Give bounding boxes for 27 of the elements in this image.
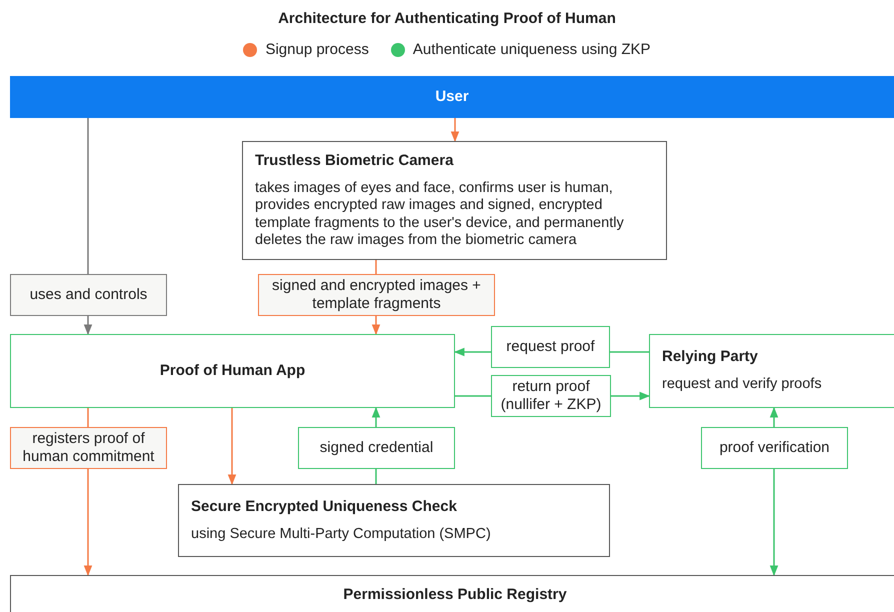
header-bar <box>10 76 894 118</box>
node-description: using Secure Multi-Party Computation (SMPC) <box>191 526 491 544</box>
arrow <box>450 118 460 142</box>
legend-label: Authenticate uniqueness using ZKP <box>412 41 651 58</box>
node-title: Permissionless Public Registry <box>343 586 567 604</box>
process-box <box>649 334 894 408</box>
process-box <box>242 141 667 260</box>
node-description: takes images of eyes and face, confirms user is human, provides encrypted raw images and signed, encrypted template fragments to the user's device, and permanently deletes the raw images from the biometric camera <box>255 180 625 250</box>
node-title: User <box>435 88 469 106</box>
edge-label: uses and controls <box>10 274 167 316</box>
edge-label: registers proof of human commitment <box>10 427 167 469</box>
node-title: Proof of Human App <box>160 362 306 380</box>
process-box <box>10 575 894 612</box>
edge-label: return proof (nullifer + ZKP) <box>491 375 611 417</box>
node-title: Trustless Biometric Camera <box>255 152 454 170</box>
process-box <box>178 484 610 557</box>
process-box <box>10 334 455 408</box>
edge-label: signed and encrypted images + template fragments <box>258 274 495 316</box>
edge-label: proof verification <box>701 427 848 469</box>
node-title: Relying Party <box>662 348 758 366</box>
arrow <box>228 408 236 486</box>
edge-label: signed credential <box>298 427 455 469</box>
diagram-title: Architecture for Authenticating Proof of Human <box>277 10 617 27</box>
node-title: Secure Encrypted Uniqueness Check <box>191 498 457 516</box>
legend-label: Signup process <box>265 41 369 58</box>
edge-label: request proof <box>491 326 610 368</box>
node-description: request and verify proofs <box>662 376 822 394</box>
